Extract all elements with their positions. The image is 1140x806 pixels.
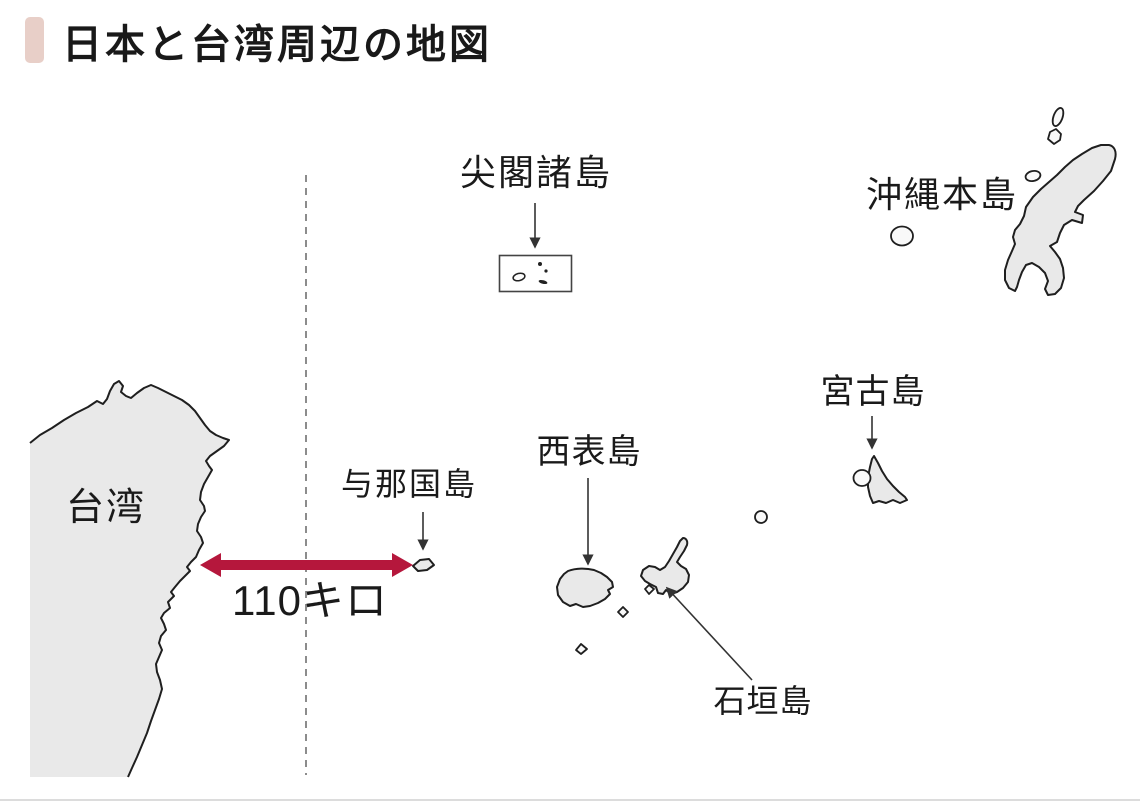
islet-okinawa-west	[1024, 169, 1042, 183]
page-title: 日本と台湾周辺の地図	[62, 23, 492, 67]
island-miyako	[867, 455, 908, 504]
label-distance-110km: 110キロ	[232, 577, 388, 624]
senkaku-box	[498, 254, 573, 293]
island-yonaguni	[412, 558, 435, 572]
ishigaki-pointer-line	[665, 586, 753, 681]
islet-southeast-1	[617, 606, 629, 618]
islet-mid-sea	[754, 510, 768, 524]
islet-okinawa-southwest	[890, 225, 914, 247]
islet-southeast-2	[575, 643, 588, 655]
island-ishigaki	[640, 537, 690, 595]
label-iriomote: 西表島	[536, 433, 642, 471]
islet-miyako-west	[852, 469, 872, 487]
title-accent-bar	[25, 17, 44, 63]
label-senkaku: 尖閣諸島	[459, 152, 613, 193]
senkaku-box-group	[498, 254, 573, 293]
island-iriomote	[556, 567, 614, 608]
islet-ishigaki-south	[644, 584, 655, 595]
senkaku-islet-3	[544, 269, 548, 273]
islet-north-2	[1047, 128, 1062, 145]
label-yonaguni: 与那国島	[340, 466, 478, 502]
label-arrows	[417, 203, 878, 681]
label-miyako: 宮古島	[820, 373, 926, 411]
island-okinawa	[1004, 144, 1117, 296]
island-taiwan	[30, 381, 229, 777]
island-taiwan-coastline	[29, 380, 230, 778]
senkaku-islet-2	[538, 262, 542, 266]
label-taiwan: 台湾	[66, 487, 147, 529]
label-okinawa: 沖縄本島	[866, 174, 1019, 215]
senkaku-islet-1	[512, 272, 526, 282]
label-ishigaki: 石垣島	[713, 683, 813, 719]
page-header: 日本と台湾周辺の地図	[0, 0, 1140, 70]
islet-north-1	[1051, 107, 1065, 127]
senkaku-islet-4	[538, 279, 548, 285]
small-islets-layer	[575, 107, 1065, 655]
distance-arrow	[200, 553, 413, 577]
